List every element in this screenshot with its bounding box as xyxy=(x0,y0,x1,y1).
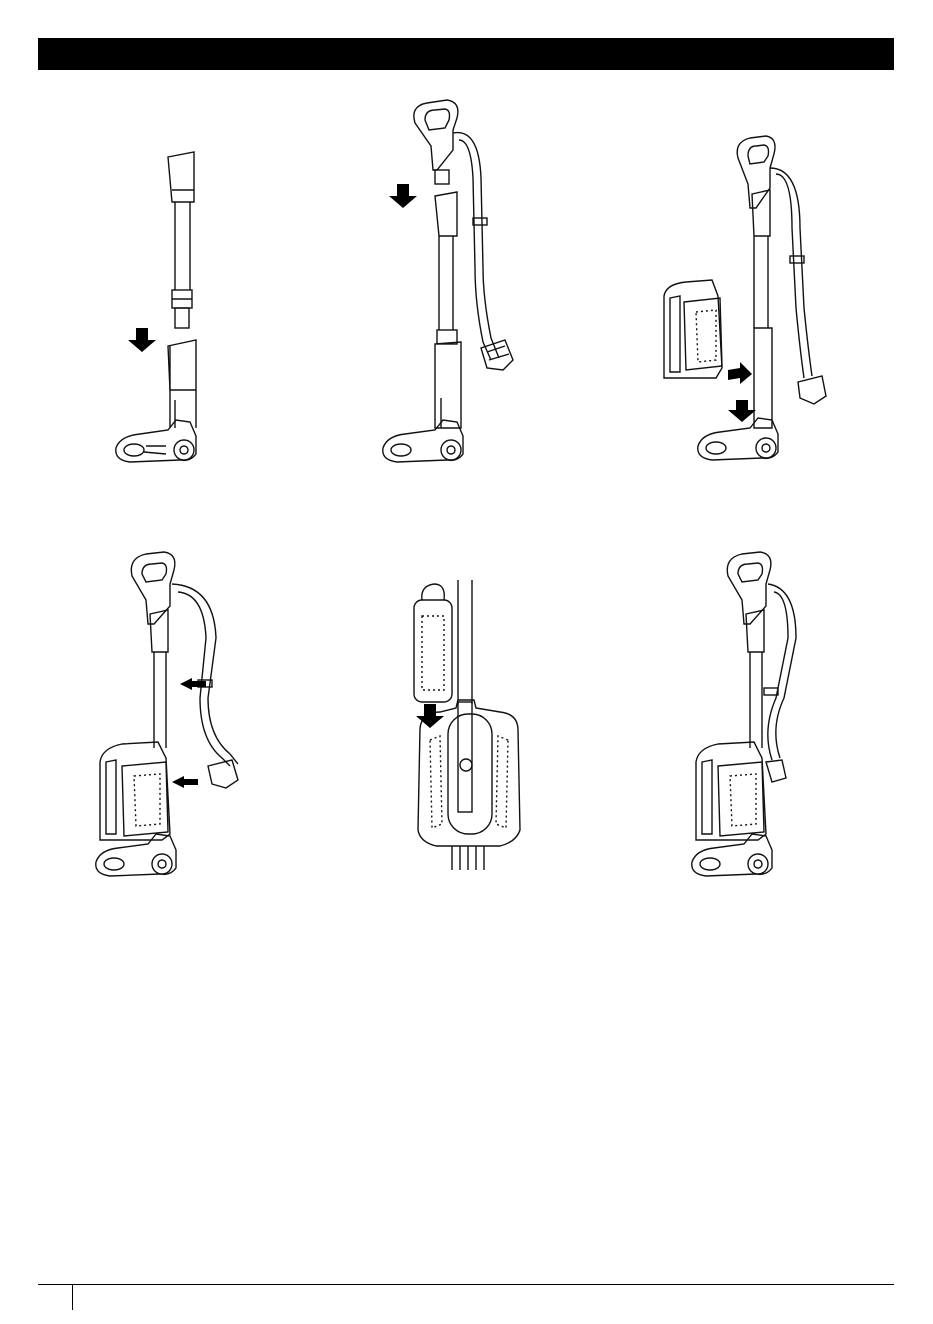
assembly-figure-step-2 xyxy=(375,98,525,470)
handle-icon xyxy=(414,100,458,184)
assembly-figure-step-5 xyxy=(400,580,540,870)
down-arrow-icon xyxy=(728,400,756,422)
filter-icon xyxy=(414,584,452,702)
down-arrow-icon xyxy=(128,328,156,352)
wand-icon xyxy=(458,580,472,704)
wand-icon xyxy=(168,152,196,428)
wand-icon xyxy=(435,192,461,428)
footer-divider-tick xyxy=(72,1284,73,1310)
pod-icon xyxy=(696,742,786,840)
assembly-figure-step-6 xyxy=(688,548,828,880)
wand-icon xyxy=(752,190,772,428)
assembly-figure-step-3 xyxy=(650,128,840,470)
assembly-figure-step-4 xyxy=(90,548,250,880)
down-arrow-icon xyxy=(389,184,417,208)
pod-icon xyxy=(418,700,520,870)
section-header-bar xyxy=(38,38,894,70)
floor-nozzle-icon xyxy=(116,420,196,462)
hose-icon xyxy=(453,133,513,370)
floor-nozzle-icon xyxy=(698,418,778,460)
floor-nozzle-icon xyxy=(383,420,463,462)
pod-icon xyxy=(664,280,722,378)
pod-icon xyxy=(100,742,170,840)
hose-icon xyxy=(764,584,796,760)
wand-icon xyxy=(150,610,168,748)
wand-icon xyxy=(746,610,764,748)
assembly-figure-step-1 xyxy=(110,150,210,470)
right-arrow-icon xyxy=(728,362,752,384)
left-arrow-icon xyxy=(172,776,198,788)
footer-rule xyxy=(38,1284,894,1285)
hose-icon xyxy=(770,168,826,404)
